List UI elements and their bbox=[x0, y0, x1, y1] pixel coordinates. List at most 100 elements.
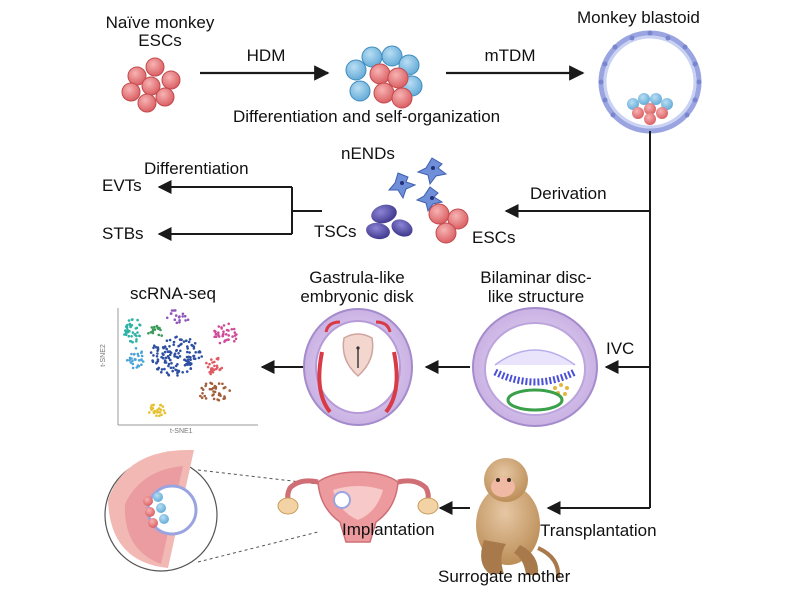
tsne-point bbox=[193, 357, 197, 361]
tsne-point bbox=[157, 366, 161, 370]
zoom-line-top bbox=[197, 469, 319, 485]
zoom-line-bottom bbox=[197, 531, 319, 563]
tsne-x-axis-label: t-SNE1 bbox=[170, 428, 193, 435]
tsne-point bbox=[160, 413, 163, 417]
tsne-point bbox=[130, 357, 133, 360]
tsne-point bbox=[201, 388, 205, 391]
tsne-point bbox=[205, 361, 208, 365]
tsne-point bbox=[174, 314, 178, 317]
tsne-point bbox=[123, 333, 126, 336]
evts-label: EVTs bbox=[102, 176, 142, 195]
tsne-point bbox=[175, 321, 179, 325]
tsne-point bbox=[185, 355, 189, 359]
tsne-point bbox=[204, 384, 207, 388]
tsne-point bbox=[169, 366, 173, 370]
tsne-point bbox=[212, 397, 216, 401]
surrogate-monkey bbox=[476, 458, 561, 579]
tsne-point bbox=[175, 348, 178, 352]
tsne-point bbox=[192, 354, 195, 358]
bilaminar-label: Bilaminar disc- like structure bbox=[480, 268, 592, 306]
tsne-point bbox=[190, 343, 193, 347]
derivation-label: Derivation bbox=[530, 184, 607, 203]
tsne-point bbox=[159, 403, 162, 407]
tsne-point bbox=[220, 327, 223, 330]
ivc-label: IVC bbox=[606, 339, 635, 358]
nend-cells bbox=[387, 157, 448, 213]
tsne-point bbox=[159, 328, 162, 332]
tsne-point bbox=[160, 334, 163, 337]
tsne-point bbox=[233, 339, 236, 343]
tsne-point bbox=[227, 322, 230, 326]
tsne-point bbox=[164, 361, 168, 364]
implantation-label: Implantation bbox=[342, 520, 435, 539]
tsne-point bbox=[188, 351, 191, 354]
tsne-point bbox=[213, 384, 217, 388]
tsne-point bbox=[211, 361, 214, 364]
tsne-point bbox=[130, 335, 133, 338]
tsne-point bbox=[185, 370, 189, 373]
tsne-point bbox=[152, 354, 155, 357]
tsne-point bbox=[163, 411, 167, 415]
tsne-point bbox=[193, 342, 197, 345]
tsne-point bbox=[137, 364, 141, 368]
tsne-point bbox=[169, 312, 173, 315]
tsne-point bbox=[223, 339, 227, 342]
tsne-point bbox=[151, 407, 155, 410]
tsne-point bbox=[155, 414, 158, 418]
tsne-point bbox=[163, 350, 167, 354]
tsne-point bbox=[183, 314, 187, 318]
tsne-point bbox=[140, 354, 144, 358]
monkey-blastoid bbox=[598, 30, 702, 134]
mixed-cell-cluster bbox=[345, 45, 423, 109]
tsne-point bbox=[140, 351, 143, 355]
tsne-point bbox=[161, 405, 165, 408]
tsne-point bbox=[168, 353, 172, 357]
hdm-label: HDM bbox=[246, 46, 286, 65]
stbs-label: STBs bbox=[102, 224, 144, 243]
tsne-point bbox=[134, 347, 138, 350]
tsne-point bbox=[197, 356, 201, 360]
tsne-point bbox=[152, 411, 156, 415]
tsne-point bbox=[128, 329, 131, 333]
tsne-point bbox=[204, 382, 208, 386]
tsne-point bbox=[216, 398, 219, 401]
tsne-point bbox=[172, 366, 175, 370]
tsne-point bbox=[218, 368, 222, 371]
tsne-point bbox=[213, 364, 216, 368]
tsne-point bbox=[125, 326, 129, 330]
tsne-point bbox=[188, 338, 192, 341]
tsne-point bbox=[189, 367, 193, 370]
tsne-point bbox=[138, 323, 141, 327]
tsne-point bbox=[186, 350, 189, 354]
tsne-point bbox=[181, 312, 185, 316]
tsne-point bbox=[199, 394, 202, 398]
tsne-point bbox=[148, 411, 151, 414]
tsne-point bbox=[189, 358, 192, 362]
tsne-point bbox=[131, 362, 135, 366]
tsne-point bbox=[216, 366, 219, 369]
tsne-point bbox=[201, 392, 204, 395]
tsne-point bbox=[136, 318, 139, 322]
tsne-point bbox=[150, 326, 154, 329]
tsne-point bbox=[217, 335, 221, 338]
surrogate-mother-label: Surrogate mother bbox=[438, 567, 571, 586]
tsne-point bbox=[173, 352, 177, 356]
tsne-point bbox=[172, 340, 176, 344]
tsne-point bbox=[208, 387, 212, 391]
tsne-point bbox=[210, 382, 214, 386]
tsne-point bbox=[178, 338, 182, 341]
tsne-point bbox=[163, 367, 166, 371]
tsne-point bbox=[177, 369, 181, 373]
naive-esc-cluster bbox=[121, 57, 181, 113]
tsne-point bbox=[228, 389, 231, 392]
scrna-seq-label: scRNA-seq bbox=[130, 284, 216, 303]
differentiation-self-org-label: Differentiation and self-organization bbox=[233, 107, 501, 126]
uterus-illustration bbox=[277, 471, 439, 543]
tsne-point bbox=[179, 343, 182, 347]
tsne-point bbox=[212, 386, 215, 390]
tsne-point bbox=[204, 397, 208, 400]
tsne-point bbox=[170, 309, 174, 312]
tsne-point bbox=[221, 382, 224, 386]
tsne-point bbox=[174, 368, 177, 372]
tsne-point bbox=[177, 344, 180, 348]
